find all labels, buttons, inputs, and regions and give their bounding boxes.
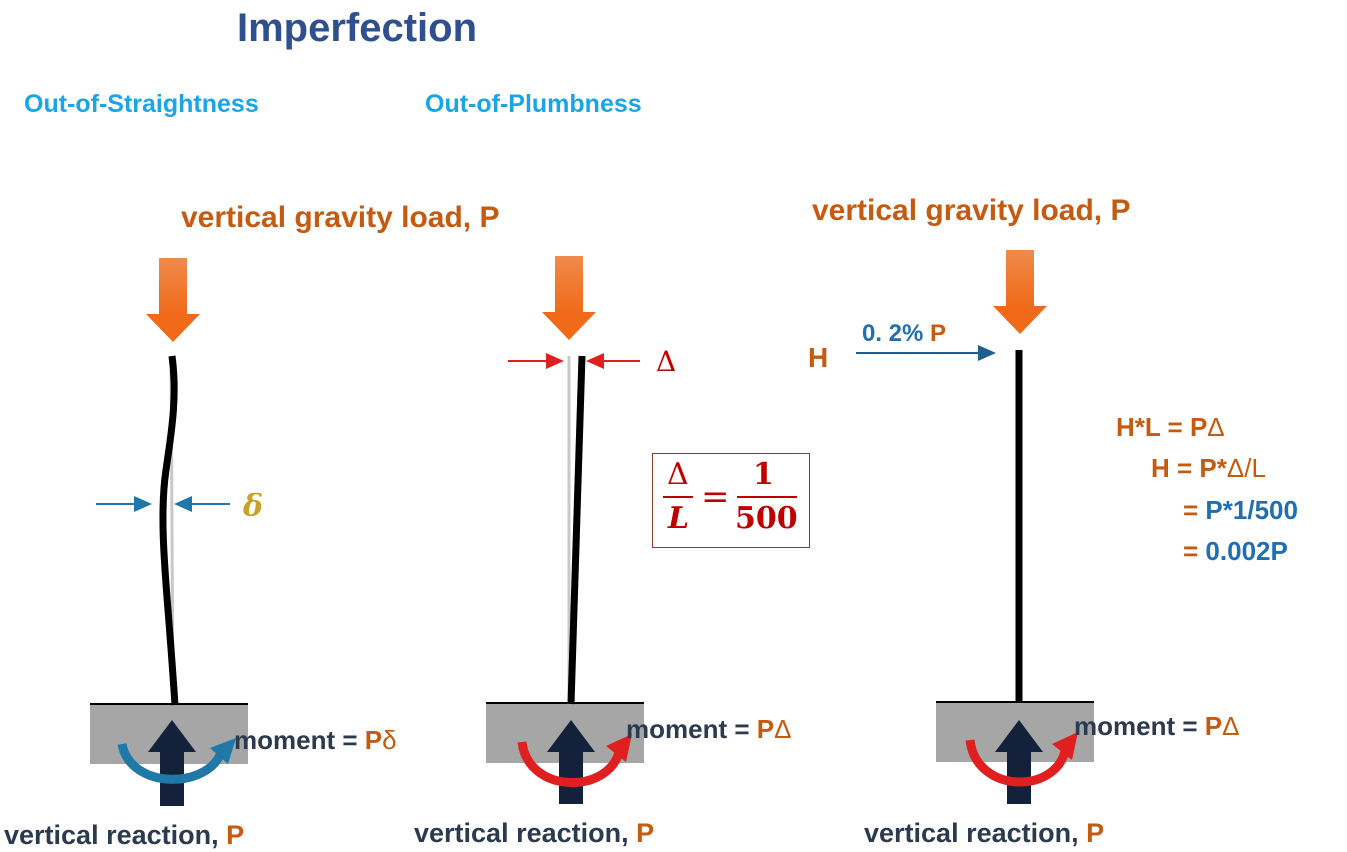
eq2-lhs: H xyxy=(1151,453,1170,483)
load-label-right-p: P xyxy=(1110,194,1131,227)
load-label-right-text: vertical gravity load, xyxy=(812,194,1111,227)
load-label-left-text: vertical gravity load, xyxy=(181,201,480,234)
moment-word-c: moment xyxy=(1074,711,1176,741)
moment-word-b: moment xyxy=(626,714,728,744)
ratio-den-right: 500 xyxy=(735,501,798,536)
eq2-rhs-g: Δ/L xyxy=(1226,453,1266,483)
reaction-text-a: vertical reaction, xyxy=(4,820,227,850)
moment-p-a: P xyxy=(364,725,383,755)
moment-arrow-b xyxy=(517,741,625,787)
eq1-eq: = xyxy=(1160,412,1190,442)
moment-sym-b: Δ xyxy=(774,714,792,744)
h-value-p: P xyxy=(930,320,947,347)
subtitle-out-of-plumbness: Out-of-Plumbness xyxy=(425,90,642,118)
equation-line-3: = P*1/500 xyxy=(1183,497,1298,523)
ratio-num-right: 1 xyxy=(753,457,774,492)
h-value: 0. 2% P xyxy=(862,322,946,346)
load-arrow-a xyxy=(146,258,200,342)
reaction-text-b: vertical reaction, xyxy=(414,818,637,848)
moment-arrow-c xyxy=(965,739,1071,787)
moment-label-c: moment = PΔ xyxy=(1074,713,1239,739)
eq2-rhs-b: P* xyxy=(1199,453,1227,483)
eq2-eq: = xyxy=(1169,453,1200,483)
moment-sym-a: δ xyxy=(382,725,397,755)
eq1-rhs-g: Δ xyxy=(1207,412,1225,442)
moment-eq-b: = xyxy=(727,714,757,744)
moment-word-a: moment xyxy=(234,725,336,755)
moment-arrow-head-a xyxy=(210,738,236,764)
load-label-right: vertical gravity load, P xyxy=(812,196,1130,226)
ratio-den-left: L xyxy=(668,501,690,536)
moment-p-b: P xyxy=(756,714,775,744)
reaction-arrow-b xyxy=(547,720,595,804)
eq4-rhs-tail: 0.002P xyxy=(1205,536,1288,566)
load-arrow-b xyxy=(542,256,596,340)
equation-line-1: H*L = PΔ xyxy=(1116,414,1225,440)
equation-line-2: H = P*Δ/L xyxy=(1151,455,1266,481)
equation-line-4: = 0.002P xyxy=(1183,538,1288,564)
moment-p-c: P xyxy=(1204,711,1223,741)
ratio-formula-box: Δ L = 1 500 xyxy=(652,453,810,548)
ratio-num-left: Δ xyxy=(667,457,689,492)
tilted-column-b xyxy=(567,355,586,705)
load-label-left-p: P xyxy=(479,201,500,234)
moment-arrow-a xyxy=(117,742,227,784)
eq1-lhs: H*L xyxy=(1116,412,1161,442)
moment-eq-a: = xyxy=(335,725,365,755)
delta-symbol-b: Δ xyxy=(656,345,677,378)
h-value-number: 0. 2% xyxy=(862,320,931,347)
reaction-p-c: P xyxy=(1086,818,1105,848)
reaction-label-a: vertical reaction, P xyxy=(4,822,244,849)
moment-label-b: moment = PΔ xyxy=(626,716,791,742)
moment-sym-c: Δ xyxy=(1222,711,1240,741)
delta-small-symbol-a: δ xyxy=(243,489,264,524)
eq1-rhs-b: P xyxy=(1189,412,1208,442)
ratio-bar-left xyxy=(663,496,693,498)
reaction-p-a: P xyxy=(226,820,245,850)
reaction-label-b: vertical reaction, P xyxy=(414,820,654,847)
ratio-bar-right xyxy=(737,496,797,498)
moment-eq-c: = xyxy=(1175,711,1205,741)
reaction-label-c: vertical reaction, P xyxy=(864,820,1104,847)
moment-label-a: moment = Pδ xyxy=(234,727,397,753)
eq4-eq: = xyxy=(1183,536,1206,566)
reaction-p-b: P xyxy=(636,818,655,848)
ratio-equals: = xyxy=(701,477,730,517)
page-title: Imperfection xyxy=(237,6,478,50)
subtitle-out-of-straightness: Out-of-Straightness xyxy=(24,90,259,118)
load-label-left: vertical gravity load, P xyxy=(181,203,499,233)
moment-arrow-head-b xyxy=(606,734,632,762)
h-label: H xyxy=(808,342,829,373)
eq3-eq: = xyxy=(1183,495,1206,525)
load-arrow-c xyxy=(993,250,1047,334)
bowed-column-a xyxy=(159,355,179,706)
moment-arrow-head-c xyxy=(1052,732,1078,760)
eq3-rhs-b: P*1/500 xyxy=(1205,495,1298,525)
reaction-text-c: vertical reaction, xyxy=(864,818,1087,848)
